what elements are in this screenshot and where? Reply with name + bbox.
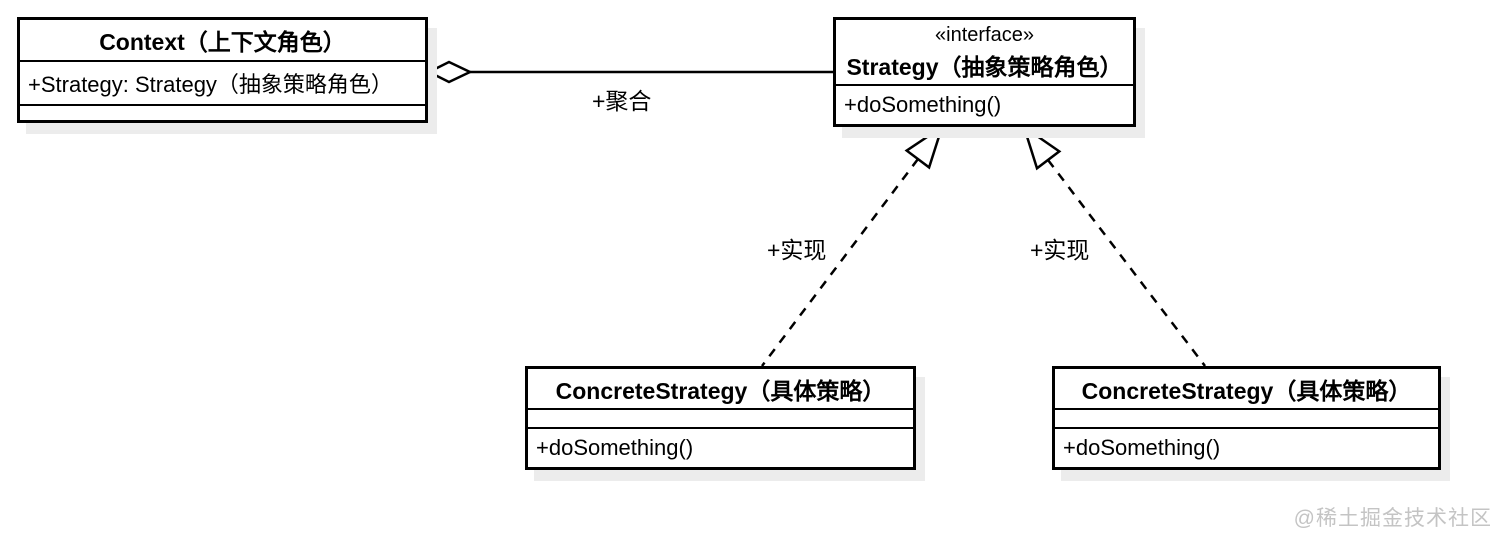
class-title-concrete-right: ConcreteStrategy（具体策略） bbox=[1055, 369, 1438, 410]
method-row-concrete-right: +doSomething() bbox=[1055, 429, 1438, 467]
method-text: +doSomething() bbox=[1063, 435, 1221, 460]
class-title-context: Context（上下文角色） bbox=[20, 20, 425, 62]
attribute-text: +Strategy: Strategy（抽象策略角色） bbox=[28, 72, 393, 97]
attribute-row-context: +Strategy: Strategy（抽象策略角色） bbox=[20, 62, 425, 106]
class-title-text: ConcreteStrategy（具体策略） bbox=[1081, 377, 1412, 404]
method-row-strategy: +doSomething() bbox=[836, 86, 1133, 124]
class-box-context: Context（上下文角色） +Strategy: Strategy（抽象策略角… bbox=[17, 17, 428, 123]
method-row-concrete-left: +doSomething() bbox=[528, 429, 913, 467]
method-text: +doSomething() bbox=[536, 435, 694, 460]
realization-right-arrowhead-icon bbox=[1021, 123, 1062, 171]
method-text: +doSomething() bbox=[844, 92, 1002, 117]
realization-left-edge-label: +实现 bbox=[767, 237, 827, 263]
realization-left-arrowhead-icon bbox=[904, 123, 945, 170]
class-box-concrete-strategy-left: ConcreteStrategy（具体策略） +doSomething() bbox=[525, 366, 916, 470]
class-title-text: Strategy（抽象策略角色） bbox=[846, 53, 1123, 80]
attributes-compartment-empty bbox=[528, 410, 913, 429]
methods-compartment-empty bbox=[20, 106, 425, 120]
class-title-text: Context（上下文角色） bbox=[99, 29, 346, 55]
class-box-strategy-interface: «interface» Strategy（抽象策略角色） +doSomethin… bbox=[833, 17, 1136, 127]
realization-right-edge-label: +实现 bbox=[1030, 237, 1090, 263]
attributes-compartment-empty bbox=[1055, 410, 1438, 429]
aggregation-diamond-icon bbox=[426, 60, 473, 84]
class-title-concrete-left: ConcreteStrategy（具体策略） bbox=[528, 369, 913, 410]
class-title-strategy: «interface» Strategy（抽象策略角色） bbox=[836, 20, 1133, 86]
stereotype-interface: «interface» bbox=[935, 23, 1034, 46]
aggregation-edge-label: +聚合 bbox=[592, 88, 652, 114]
watermark-text: @稀土掘金技术社区 bbox=[1293, 507, 1492, 530]
class-title-text: ConcreteStrategy（具体策略） bbox=[555, 377, 886, 404]
class-box-concrete-strategy-right: ConcreteStrategy（具体策略） +doSomething() bbox=[1052, 366, 1441, 470]
